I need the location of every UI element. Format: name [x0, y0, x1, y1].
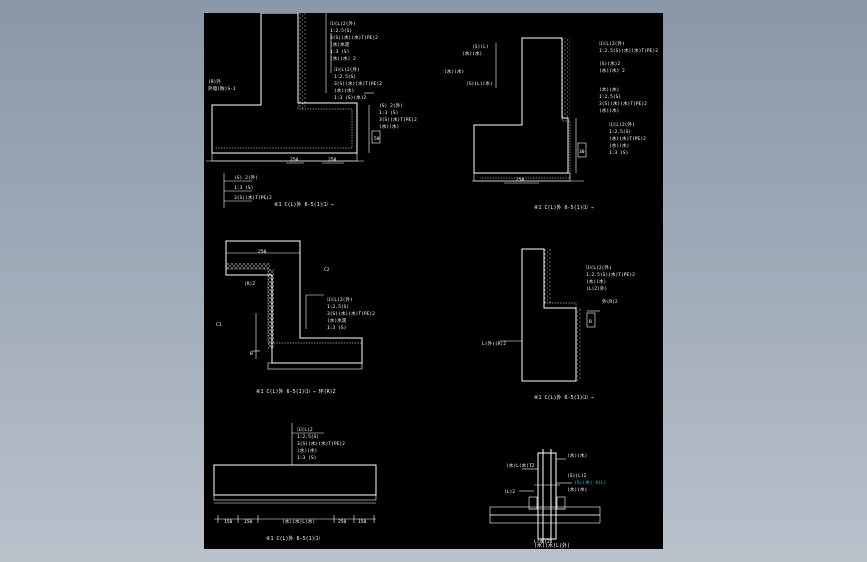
note-left: L(外)(R)2 — [482, 340, 506, 347]
note-floor-2: 1:3 (S) — [379, 110, 398, 116]
note-mid: 外(R)2 — [602, 298, 618, 305]
note-right-3: (水)(水) — [567, 486, 587, 493]
note-top-2: 1:2.5(S)(水)T(PE)2 — [586, 271, 635, 278]
note-top-3: 3(S)(水)(水)T(PE)2 — [297, 440, 345, 447]
wall-concrete — [473, 37, 569, 174]
note-wall-4: (水)水泥 — [330, 41, 350, 48]
dim-box — [371, 130, 381, 144]
label-c2: C2 — [324, 267, 330, 273]
note-left-1: (水)L(水)T2 — [506, 462, 535, 469]
waterproof-membrane — [214, 13, 353, 149]
dim-1: 250 — [290, 157, 299, 163]
dim-3: 50 — [374, 136, 380, 142]
detail-2: ⑴(L)2(外) 1:2.5(S)(水)(水)T(PE)2 (S)(水)2 (水… — [444, 37, 658, 211]
dim-1: 150 — [224, 519, 233, 525]
note-corner-2: 1:2.5(S) — [334, 74, 356, 80]
dim-1: B — [589, 319, 592, 325]
note-top-4: (水)(水) 2 — [599, 67, 625, 74]
note-wall-1: ⑴(L)2(外) — [330, 20, 356, 27]
note-left-2: (L)2 — [504, 489, 515, 495]
note-floor-3: 3(S)(水)T(PE)2 — [379, 116, 417, 123]
detail-3-caption: ⑥1 C(L)外 6-5(1)⑴ → 环(R)2 — [256, 388, 336, 395]
note-wall-3: 3(S)(水)(水)T(PE)2 — [330, 34, 378, 41]
note-right-1: (水)(水) — [567, 452, 587, 459]
note-under-2: 1:3 (S) — [234, 185, 253, 191]
waterproof-membrane — [480, 38, 571, 179]
note-corner-3: 3(S)(水)(水)T(PE)2 — [334, 80, 382, 87]
dim-2: 250 — [328, 157, 337, 163]
detail-2-caption: ⑥1 C(L)外 6-5(1)⑴ → — [534, 204, 594, 211]
dim-4: 250 — [338, 519, 347, 525]
detail-5: ⑴(L)2 1:2.5(S) 3(S)(水)(水)T(PE)2 (水)(水) 1… — [213, 423, 377, 542]
note-mid-3: 3(S)(水)(水)T(PE)2 — [599, 100, 647, 107]
note-top-4: (L)2(外) — [586, 285, 607, 292]
note-top-2: 1:2.5(S)(水)(水)T(PE)2 — [599, 47, 658, 54]
note-top-1: ⑴(L)2(外) — [599, 40, 625, 47]
note-mid-1: (水)(水) — [599, 86, 619, 93]
note-corner-4: (水)(水) — [334, 87, 354, 94]
note-corner-5: 1:3 (S)(水)2 — [334, 94, 366, 101]
note-top-2: 1:2.5(S) — [297, 434, 319, 440]
note-left-2: 外墙(防)S-1 — [208, 85, 236, 92]
note-right-2: 1:2.5(S) — [327, 304, 349, 310]
note-right-2: (S)(L)2 — [567, 473, 587, 479]
protective-layer — [562, 38, 570, 118]
note-right-5: 1:3 (S) — [327, 325, 346, 331]
note-top-3: (S)(水)2 — [599, 60, 620, 67]
detail-1: ⑴(L)2(外) 1:2.5(S) 3(S)(水)(水)T(PE)2 (水)水泥… — [206, 13, 417, 208]
dim-3: (水)(水)L(水) — [282, 518, 315, 525]
label-c1: C1 — [216, 322, 222, 328]
note-bot-1: ⑴(L)2(外) — [609, 121, 635, 128]
drawing-canvas: ⑴(L)2(外) 1:2.5(S) 3(S)(水)(水)T(PE)2 (水)水泥… — [206, 13, 658, 549]
dim-1: 250 — [258, 249, 267, 255]
detail-6-caption: (水)(水)L(外) — [534, 542, 570, 549]
note-bottom: L(水)2 — [534, 538, 550, 545]
note-right-4: (水)水泥 — [327, 317, 347, 324]
note-wall-5: 1:3 (S) — [330, 49, 349, 55]
note-top-1: ⑴(L)2(外) — [586, 264, 612, 271]
detail-1-caption: ⑥1 C(L)外 6-5(1)⑴ → — [274, 201, 334, 208]
note-left-1: (R)外 — [208, 78, 221, 85]
note-left-2: (水)(水) — [462, 50, 482, 57]
note-left-4: (S)(L)(水) — [466, 80, 493, 87]
note-corner-1: ⑴(L)2(外) — [334, 66, 360, 73]
dim-1: 250 — [516, 177, 525, 183]
note-bot-3: (水)(水)T(PE)2 — [609, 135, 646, 142]
note-bot-5: 1:3 (S) — [609, 150, 628, 156]
note-under-3: 3(S)(水)T(PE)2 — [234, 194, 272, 201]
dim-2: 150 — [244, 519, 253, 525]
note-wall-2: 1:2.5(S) — [330, 28, 352, 34]
note-right-1: ⑴(L)2(外) — [327, 296, 353, 303]
pipe-sleeve — [537, 452, 557, 540]
note-mid-2: 1:2.5(S) — [599, 94, 621, 100]
protective-layer — [298, 13, 306, 109]
note-bot-2: 1:2.5(S) — [609, 129, 631, 135]
dim-5: 150 — [358, 519, 367, 525]
note-top-5: 1:3 (S) — [297, 455, 316, 461]
note-left: (R)2 — [244, 281, 255, 287]
note-top-1: ⑴(L)2 — [297, 426, 313, 433]
detail-3: (R)2 C2 C1 250 B ⑴(L)2(外) 1:2.5(S) 3(S)(… — [216, 240, 375, 395]
note-wall-6: (水)(水) 2 — [330, 55, 356, 62]
note-floor-1: (S) 2(外) — [379, 102, 403, 109]
dim-2: 30 — [579, 149, 585, 155]
cad-drawing-sheet: ⑴(L)2(外) 1:2.5(S) 3(S)(水)(水)T(PE)2 (水)水泥… — [204, 13, 663, 549]
dim-3: B — [250, 351, 253, 357]
note-under-1: (S) 2(外) — [234, 174, 258, 181]
slab-section — [489, 506, 601, 516]
note-mid-4: (水)(水) — [599, 107, 619, 114]
detail-4: ⑴(L)2(外) 1:2.5(S)(水)T(PE)2 (水)(水) (L)2(外… — [482, 248, 635, 401]
note-cyan: (S)(水) 4(L) — [574, 479, 606, 486]
note-bot-4: (水)(水) — [609, 142, 629, 149]
note-left-3: (水)(水) — [444, 68, 464, 75]
detail-6: (水)L(水)T2 (L)2 (水)(水) (S)(L)2 (S)(水) 4(L… — [489, 449, 606, 549]
note-top-3: (水)(水) — [586, 278, 606, 285]
slab-concrete — [213, 464, 377, 496]
note-floor-4: (水)(水) — [379, 123, 399, 130]
note-top-4: (水)(水) — [297, 447, 317, 454]
detail-5-caption: ⑥1 C(L)外 6-5(1)⑴ — [266, 535, 320, 542]
note-left-1: (S)(L) — [472, 44, 489, 50]
detail-4-caption: ⑥1 C(L)外 6-5(1)⑴ → — [534, 394, 594, 401]
note-right-3: 3(S)(水)(水)T(PE)2 — [327, 310, 375, 317]
